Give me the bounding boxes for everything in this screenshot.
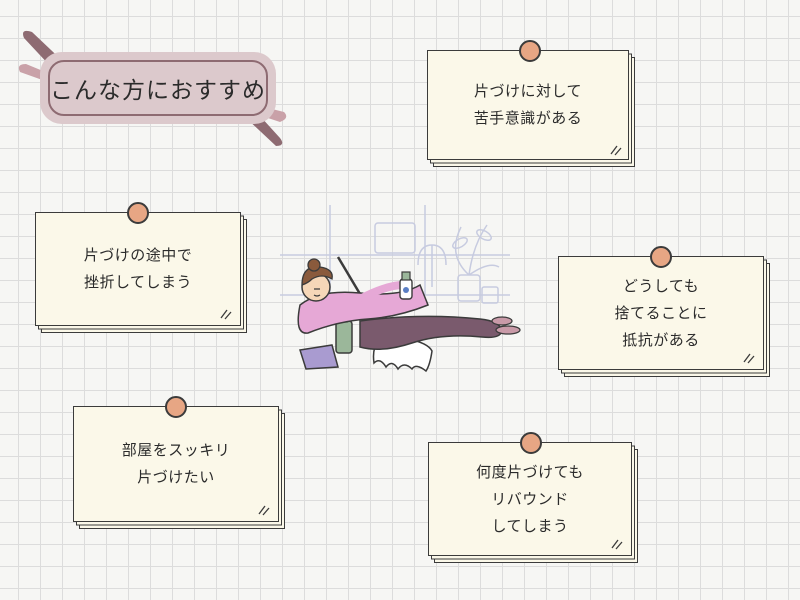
note-text: 片づけに対して 苦手意識がある (473, 82, 583, 127)
title-box: こんな方におすすめ (40, 52, 276, 124)
note-card: 片づけの途中で 挫折してしまう (35, 202, 250, 334)
pin-icon (520, 432, 542, 454)
title-badge: こんな方におすすめ (18, 28, 288, 148)
note-card: 何度片づけても リバウンド してしまう (428, 432, 640, 564)
note-text: 部屋をスッキリ 片づけたい (121, 441, 231, 486)
note-text: どうしても 捨てることに 抵抗がある (614, 276, 708, 349)
corner-marks-icon (258, 505, 270, 516)
corner-marks-icon (743, 353, 755, 364)
note-card: どうしても 捨てることに 抵抗がある (558, 246, 772, 378)
tired-woman-illustration (280, 205, 521, 373)
corner-marks-icon (610, 145, 622, 156)
pin-icon (165, 396, 187, 418)
note-card: 部屋をスッキリ 片づけたい (73, 396, 287, 530)
corner-marks-icon (220, 309, 232, 320)
pin-icon (650, 246, 672, 268)
note-text: 何度片づけても リバウンド してしまう (476, 462, 584, 535)
note-card: 片づけに対して 苦手意識がある (427, 40, 637, 168)
page-title: こんな方におすすめ (48, 60, 268, 116)
pin-icon (127, 202, 149, 224)
pin-icon (519, 40, 541, 62)
note-text: 片づけの途中で 挫折してしまう (83, 246, 193, 291)
corner-marks-icon (611, 539, 623, 550)
